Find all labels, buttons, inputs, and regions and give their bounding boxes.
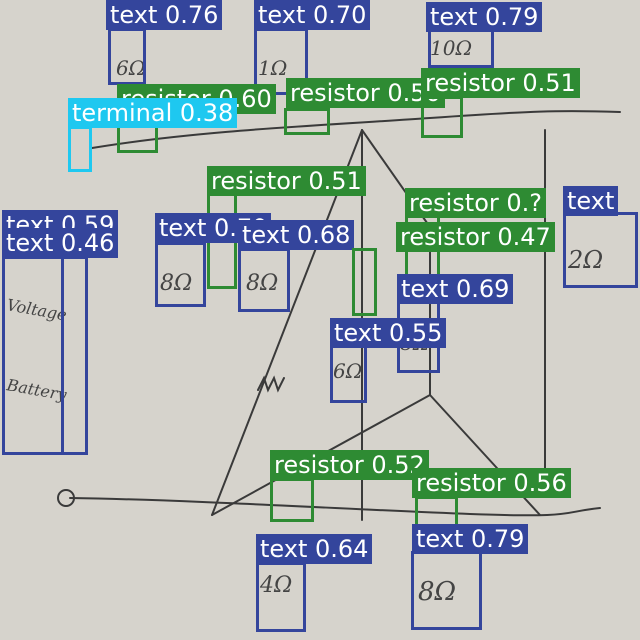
hw-label: 8Ω [246,271,278,296]
text-detection-label: text 0.68 [238,220,355,250]
text-detection-box [411,551,482,630]
text-detection-label: text 0.70 [254,0,371,30]
text-detection-label: text [563,186,619,216]
hw-label: 6Ω [116,56,145,80]
resistor-detection-label: resistor 0.52 [270,450,429,480]
resistor-detection-box [270,478,314,522]
resistor-detection-label: resistor 0.? [405,188,547,218]
resistor-detection-label: resistor 0.51 [421,68,580,98]
hw-label: 10Ω [430,36,472,60]
top-wire [91,110,621,149]
text-detection-label: text 0.79 [412,524,529,554]
text-detection-box [428,28,494,68]
resistor-detection-box [284,108,330,135]
zigzag-diagonal [257,375,285,393]
text-detection-label: text 0.69 [397,274,514,304]
resistor-detection-label: resistor 0.50 [286,78,445,108]
terminal-detection-label: terminal 0.38 [68,98,238,128]
resistor-detection-label: resistor 0.56 [412,468,571,498]
text-detection-label: text 0.55 [330,318,447,348]
text-detection-box [155,242,206,307]
terminal-end-left [57,489,75,507]
hw-label: 2Ω [567,246,603,274]
resistor-detection-label: resistor 0.51 [207,166,366,196]
text-detection-label: text 0.46 [2,228,119,258]
resistor-detection-box [421,96,463,138]
text-detection-box [108,28,146,85]
resistor-detection-box [352,248,377,316]
hw-label: 8Ω [418,577,456,607]
hw-label: 1Ω [258,56,287,80]
text-detection-label: text 0.76 [106,0,223,30]
text-detection-label: text 0.79 [426,2,543,32]
text-detection-label: text 0.64 [256,534,373,564]
text-detection-box [256,562,306,632]
text-detection-box [330,345,367,403]
hw-label: 8Ω [160,271,192,296]
text-detection-box [563,212,638,288]
text-detection-box [2,256,88,455]
text-detection-box [238,248,290,312]
bottom-wire [69,497,601,517]
hw-label: 6Ω [333,359,362,383]
resistor-detection-label: resistor 0.47 [396,222,555,252]
hw-label: 4Ω [259,573,292,598]
terminal-detection-box [68,126,92,172]
